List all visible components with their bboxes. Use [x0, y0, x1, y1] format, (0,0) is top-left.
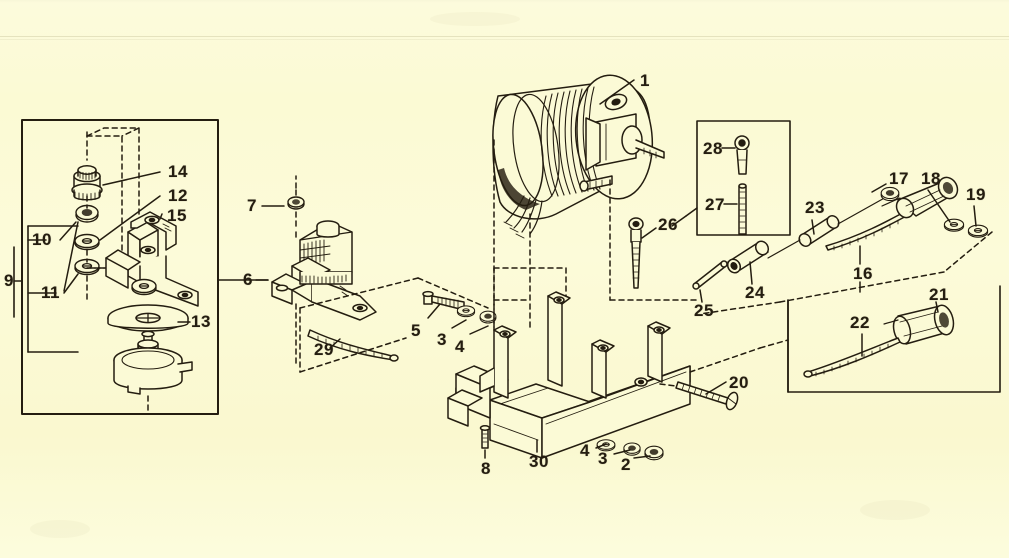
callout-20: 20 — [729, 373, 749, 392]
callout-25: 25 — [694, 301, 714, 320]
callout-6: 6 — [243, 270, 253, 289]
callout-14: 14 — [168, 162, 188, 181]
callout-3a: 3 — [437, 330, 447, 349]
callout-9: 9 — [4, 271, 14, 290]
callout-4a: 4 — [455, 337, 465, 356]
callout-13: 13 — [191, 312, 211, 331]
callout-30: 30 — [529, 452, 549, 471]
callout-24: 24 — [745, 283, 765, 302]
callout-21: 21 — [929, 285, 949, 304]
callout-7: 7 — [247, 196, 257, 215]
scan-seam — [0, 36, 1009, 37]
callout-5: 5 — [411, 321, 421, 340]
callout-17: 17 — [889, 169, 909, 188]
scan-seam-secondary — [0, 39, 1009, 40]
callout-8: 8 — [481, 459, 491, 478]
callout-16: 16 — [853, 264, 873, 283]
callout-3b: 3 — [598, 449, 608, 468]
callout-26: 26 — [658, 215, 678, 234]
callout-10: 10 — [32, 230, 52, 249]
callout-29: 29 — [314, 340, 334, 359]
callout-27: 27 — [705, 195, 725, 214]
callout-18: 18 — [921, 169, 941, 188]
callout-15: 15 — [167, 206, 187, 225]
callout-22: 22 — [850, 313, 870, 332]
callout-4b: 4 — [580, 441, 590, 460]
callout-28: 28 — [703, 139, 723, 158]
callout-1: 1 — [640, 71, 650, 90]
callout-12: 12 — [168, 186, 188, 205]
callout-19: 19 — [966, 185, 986, 204]
callout-11: 11 — [41, 283, 60, 302]
callout-2: 2 — [621, 455, 631, 474]
callout-23: 23 — [805, 198, 825, 217]
